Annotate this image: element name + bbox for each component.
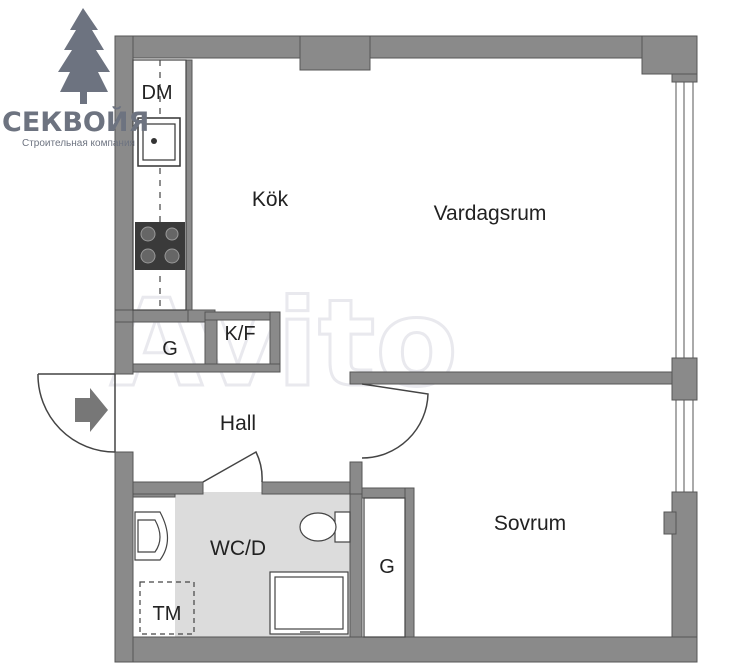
- label-tm: TM: [153, 603, 182, 625]
- logo: СЕКВОЙЯ Строительная компания: [2, 8, 149, 149]
- tree-icon: [58, 8, 110, 104]
- washbasin-icon: [134, 511, 169, 561]
- living-door: [361, 383, 429, 459]
- logo-name: СЕКВОЙЯ: [2, 106, 149, 138]
- entrance-door: [37, 373, 116, 453]
- label-storage-kitchen: G: [162, 338, 178, 360]
- logo-tagline: Строительная компания: [22, 138, 135, 149]
- label-storage-bedroom: G: [379, 556, 395, 578]
- label-dm: DM: [141, 82, 172, 104]
- wc-door: [202, 450, 263, 483]
- sink-icon: [137, 117, 181, 167]
- label-hall: Hall: [220, 412, 256, 435]
- watermark: Avito: [110, 275, 458, 414]
- toilet-icon: [299, 511, 351, 543]
- label-bedroom: Sovrum: [494, 512, 566, 535]
- windows: [675, 81, 694, 493]
- label-wc: WC/D: [210, 537, 266, 560]
- bedroom-wardrobe: [363, 497, 406, 638]
- washer-icon: [139, 581, 195, 635]
- walls: [114, 35, 698, 663]
- label-kitchen: Kök: [252, 188, 289, 211]
- entrance-arrow-icon: [75, 388, 108, 432]
- shower-icon: [269, 571, 349, 635]
- label-living-room: Vardagsrum: [434, 202, 547, 225]
- hob-icon: [135, 222, 185, 270]
- label-kf: K/F: [224, 323, 255, 345]
